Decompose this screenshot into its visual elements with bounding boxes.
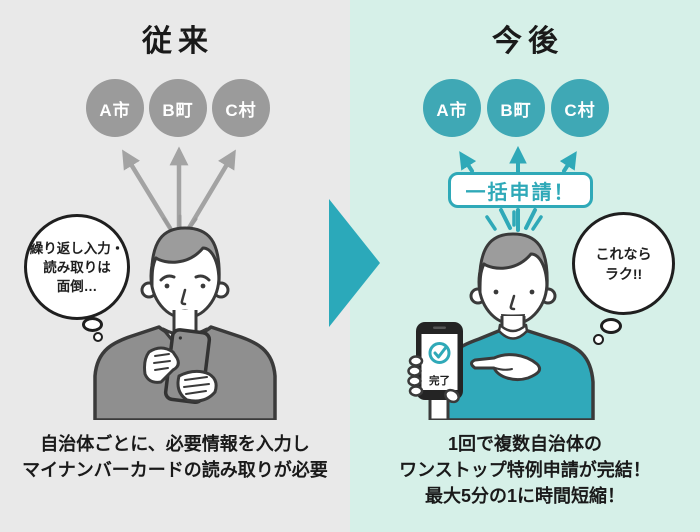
- caption-line: 自治体ごとに、必要情報を入力し: [40, 434, 310, 454]
- excitement-lines-icon: [485, 210, 543, 231]
- thought-line: 読み取りは: [43, 259, 111, 275]
- before-title: 従来: [142, 25, 214, 58]
- transition-arrow-icon: [329, 199, 380, 327]
- person-illustration-after: 完了: [407, 210, 595, 420]
- municipality-circle-c-before: C村: [212, 79, 270, 137]
- municipality-circle-b-after: B町: [487, 79, 545, 137]
- municipality-label: A市: [99, 100, 131, 120]
- thought-trail-dot-icon: [82, 317, 103, 332]
- caption-line: ワンストップ特例申請が完結！: [399, 460, 651, 480]
- thought-bubble-after: これなら ラク!!: [572, 212, 675, 315]
- head: [140, 226, 230, 320]
- before-caption: 自治体ごとに、必要情報を入力し マイナンバーカードの読み取りが必要: [0, 431, 350, 483]
- caption-line: マイナンバーカードの読み取りが必要: [22, 460, 328, 480]
- thought-bubble-before: 繰り返し入力・ 読み取りは 面倒…: [24, 214, 130, 320]
- municipality-circle-b-before: B町: [149, 79, 207, 137]
- after-caption: 1回で複数自治体の ワンストップ特例申請が完結！ 最大5分の1に時間短縮！: [350, 431, 700, 509]
- batch-apply-label: 一括申請！: [465, 181, 576, 204]
- thought-line: 面倒…: [56, 278, 98, 294]
- phone-status-label: 完了: [429, 374, 450, 387]
- person-illustration-before: [93, 214, 277, 420]
- panel-before: 従来 A市 B町 C村: [0, 0, 350, 532]
- pointing-hand: [470, 353, 542, 382]
- municipality-label: A市: [436, 100, 468, 120]
- municipality-circle-c-after: C村: [551, 79, 609, 137]
- smartphone-complete-icon: 完了: [416, 322, 463, 400]
- checkmark-icon: [433, 347, 447, 359]
- thought-line: 繰り返し入力・: [29, 240, 125, 256]
- thought-trail-dot-icon: [600, 318, 622, 334]
- thought-line: ラク!!: [604, 265, 643, 282]
- checkmark-circle-icon: [428, 342, 451, 364]
- collar: [497, 323, 529, 340]
- thought-trail-dot-icon: [593, 334, 604, 345]
- municipality-circle-a-before: A市: [86, 79, 144, 137]
- batch-apply-badge: 一括申請！: [448, 172, 593, 208]
- municipality-label: C村: [225, 100, 257, 120]
- hair: [150, 226, 221, 288]
- municipality-label: C村: [564, 100, 596, 120]
- municipality-circle-a-after: A市: [423, 79, 481, 137]
- hands: [143, 346, 218, 403]
- panel-after: 今後 A市 B町 C村: [350, 0, 700, 532]
- thought-line: これなら: [595, 245, 652, 262]
- hair: [478, 232, 549, 294]
- caption-line: 1回で複数自治体の: [447, 434, 602, 454]
- municipality-label: B町: [500, 100, 532, 120]
- after-title: 今後: [492, 25, 564, 58]
- thought-trail-dot-icon: [93, 332, 103, 342]
- municipality-label: B町: [162, 100, 194, 120]
- caption-line: 最大5分の1に時間短縮！: [424, 486, 626, 506]
- gripping-fingers: [407, 355, 460, 404]
